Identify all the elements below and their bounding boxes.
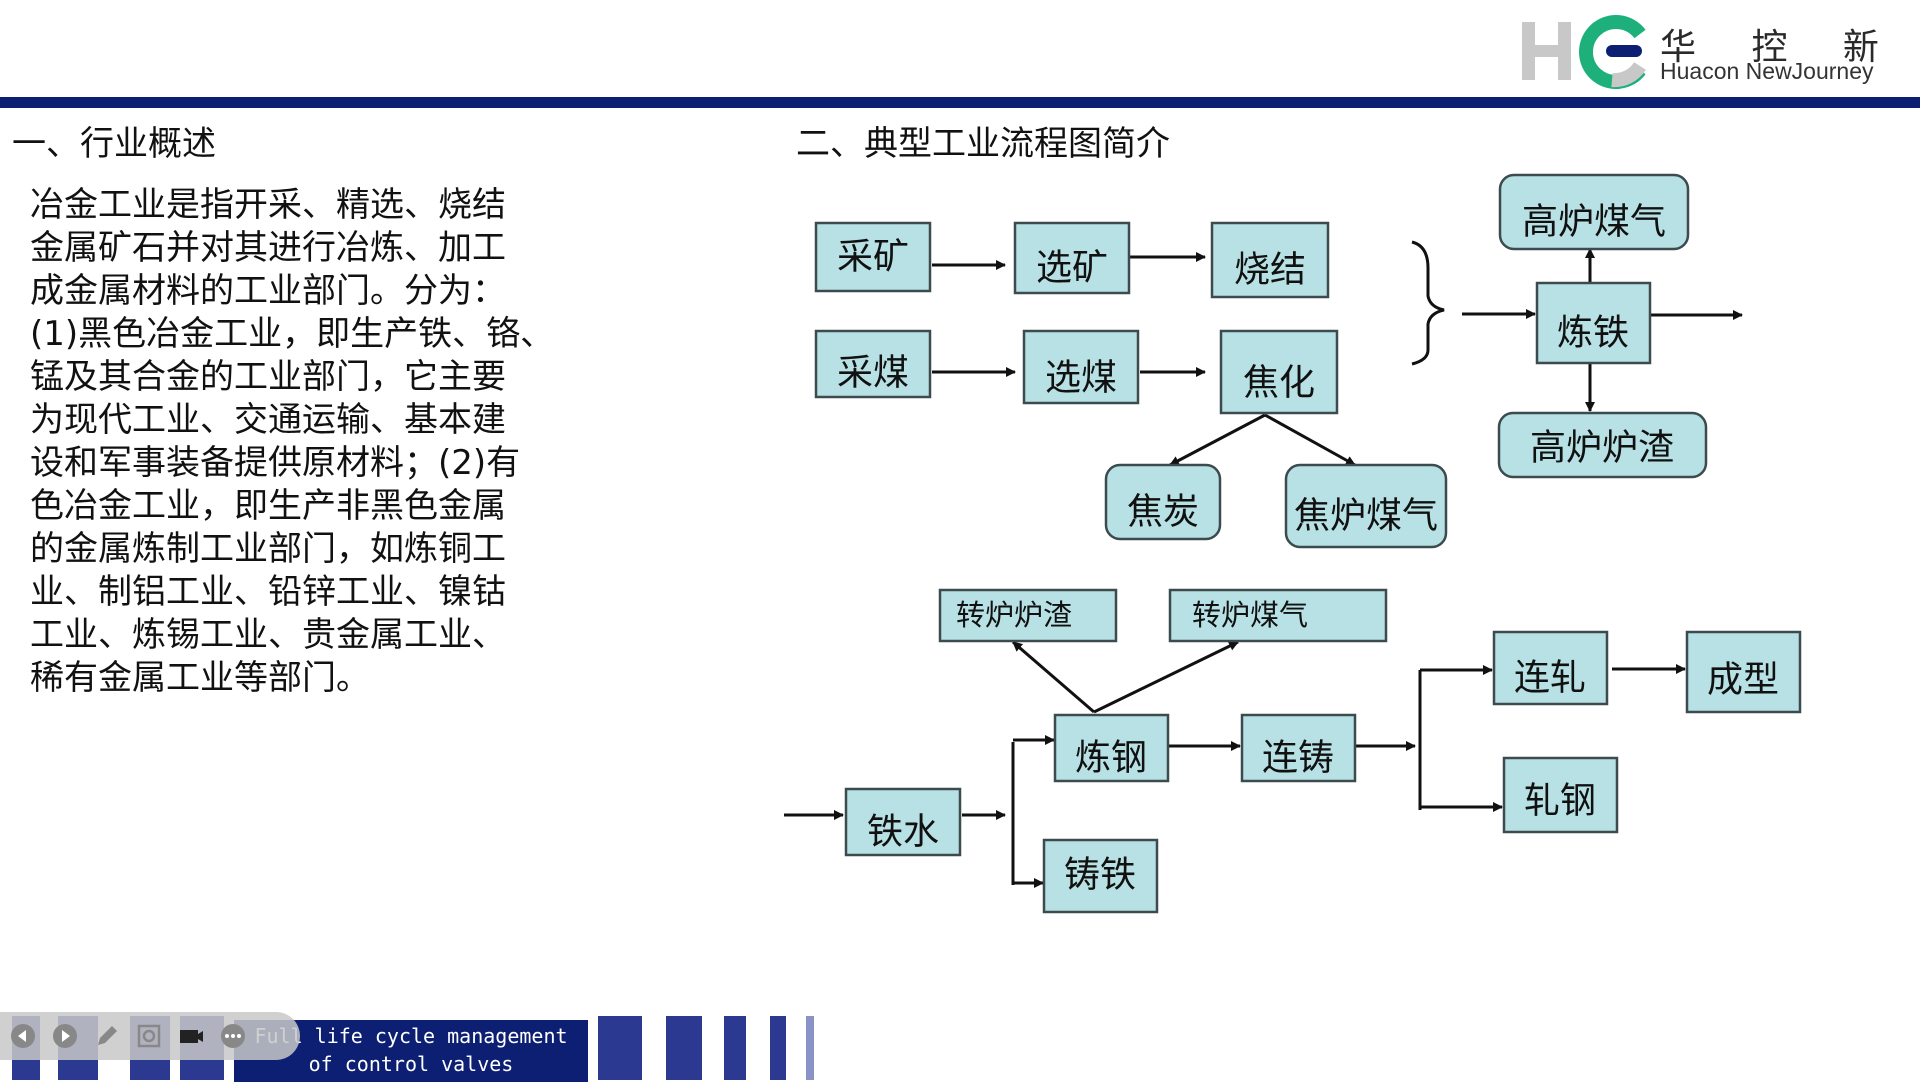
node-coke: 焦炭	[1104, 463, 1222, 541]
section-2-title: 二、典型工业流程图简介	[796, 124, 1170, 164]
edge-steel-convslag	[1012, 640, 1095, 714]
overview-line: 的金属炼制工业部门，如炼铜工	[30, 529, 506, 569]
node-coal-washing: 选煤	[1022, 329, 1140, 405]
overview-line: 设和军事装备提供原材料；(2)有	[30, 443, 521, 483]
slideshow-controls	[0, 1012, 300, 1060]
hc-logo-icon	[1522, 15, 1646, 89]
footer-bar	[666, 1016, 702, 1080]
overview-line: 稀有金属工业等部门。	[30, 658, 370, 698]
node-forming: 成型	[1685, 630, 1802, 714]
node-label: 连轧	[1514, 658, 1586, 699]
node-blast-furnace-slag: 高炉炉渣	[1497, 411, 1708, 479]
section-1-title: 一、行业概述	[12, 124, 216, 164]
camera-icon[interactable]	[178, 1023, 204, 1049]
overview-line: 工业、炼锡工业、贵金属工业、	[30, 615, 506, 655]
node-label: 高炉炉渣	[1530, 428, 1674, 469]
header-divider	[0, 97, 1920, 108]
node-label: 选煤	[1045, 358, 1117, 399]
footer-slogan-line: of control valves	[308, 1052, 514, 1076]
node-label: 焦炭	[1127, 492, 1199, 533]
node-molten-iron: 铁水	[844, 787, 962, 857]
node-label: 成型	[1707, 660, 1779, 701]
node-coking: 焦化	[1219, 329, 1339, 415]
industry-overview-text: 冶金工业是指开采、精选、烧结 金属矿石并对其进行冶炼、加工 成金属材料的工业部门…	[30, 184, 560, 700]
node-label: 选矿	[1036, 248, 1108, 289]
prev-icon[interactable]	[10, 1023, 36, 1049]
node-label: 采煤	[837, 353, 909, 394]
footer-bar	[770, 1016, 786, 1080]
node-label: 烧结	[1234, 250, 1306, 291]
node-continuous-casting: 连铸	[1240, 713, 1357, 783]
node-mining: 采矿	[814, 221, 932, 293]
node-sintering: 烧结	[1210, 221, 1330, 299]
node-converter-slag: 转炉炉渣	[938, 588, 1118, 643]
node-converter-gas: 转炉煤气	[1168, 588, 1388, 643]
node-ironmaking: 炼铁	[1535, 281, 1652, 365]
pen-icon[interactable]	[94, 1023, 120, 1049]
node-steel-rolling: 轧钢	[1502, 756, 1619, 834]
overview-line: 业、制铝工业、铅锌工业、镍钴	[30, 572, 506, 612]
overview-line: 成金属材料的工业部门。分为：	[30, 271, 506, 311]
overview-line: 冶金工业是指开采、精选、烧结	[30, 185, 506, 225]
overview-line: 金属矿石并对其进行冶炼、加工	[30, 228, 506, 268]
node-steelmaking: 炼钢	[1053, 713, 1170, 783]
node-label: 炼钢	[1075, 738, 1147, 779]
node-label: 高炉煤气	[1522, 202, 1666, 243]
node-ore-dressing: 选矿	[1013, 221, 1131, 295]
node-blast-furnace-gas: 高炉煤气	[1498, 173, 1690, 251]
overview-line: (1)黑色冶金工业，即生产铁、铬、	[30, 314, 555, 354]
node-cast-iron: 铸铁	[1042, 838, 1159, 914]
node-label: 转炉煤气	[1192, 598, 1308, 632]
overview-line: 锰及其合金的工业部门，它主要	[30, 357, 506, 397]
brand-name-cn: 华 控 新 程	[1660, 27, 1920, 68]
node-label: 采矿	[837, 237, 909, 278]
node-label: 铸铁	[1064, 855, 1136, 896]
brand-name-en: Huacon NewJourney	[1660, 58, 1874, 84]
more-icon[interactable]	[220, 1023, 246, 1049]
node-label: 轧钢	[1524, 781, 1596, 822]
overview-line: 为现代工业、交通运输、基本建	[30, 400, 506, 440]
edge-steel-convgas	[1093, 640, 1239, 714]
node-label: 焦炉煤气	[1294, 496, 1438, 537]
footer-bar	[598, 1016, 642, 1080]
node-label: 连铸	[1262, 738, 1334, 779]
node-continuous-rolling: 连轧	[1492, 630, 1609, 706]
node-label: 炼铁	[1557, 313, 1629, 354]
node-label: 转炉炉渣	[956, 598, 1072, 632]
node-coke-oven-gas: 焦炉煤气	[1284, 463, 1448, 549]
edge-coking-coke	[1169, 413, 1266, 467]
node-label: 铁水	[867, 812, 939, 853]
footer-slogan-line: Full life cycle management	[254, 1024, 568, 1048]
input-brace	[1411, 240, 1445, 366]
flow-edges	[784, 240, 1743, 888]
footer-bar	[724, 1016, 746, 1080]
overview-line: 色冶金工业，即生产非黑色金属	[30, 486, 506, 526]
next-icon[interactable]	[52, 1023, 78, 1049]
edge-coking-gas	[1264, 413, 1356, 467]
footer-bar	[806, 1016, 814, 1080]
company-logo: 华 控 新 程 Huacon NewJourney	[1520, 14, 1920, 89]
node-label: 焦化	[1243, 363, 1315, 404]
node-coal-mining: 采煤	[814, 329, 932, 399]
zoom-icon[interactable]	[136, 1023, 162, 1049]
